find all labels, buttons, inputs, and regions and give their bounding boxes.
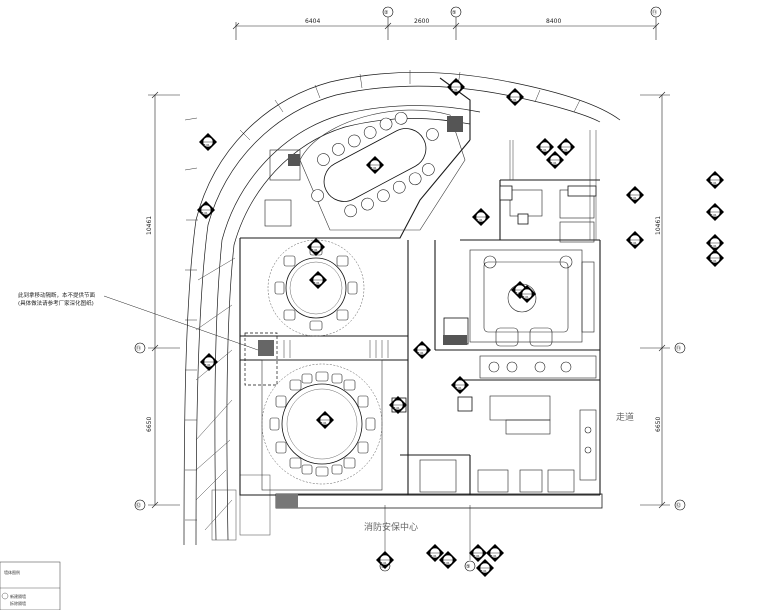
index-marker: E-01 (469, 544, 487, 562)
index-marker: E-01 (626, 231, 644, 249)
partition-note: 此到拿移动隔断，本不提供节面 (具体做法请参考厂家深化图纸) (18, 291, 259, 351)
svg-text:E-01: E-01 (371, 166, 377, 170)
svg-text:E-01: E-01 (711, 244, 717, 248)
right-dim-2: 6650 (655, 417, 662, 432)
right-dim-1: 10461 (655, 216, 662, 235)
svg-text:E-01: E-01 (456, 386, 462, 390)
svg-text:E-01: E-01 (551, 161, 557, 165)
index-marker: E-01 (486, 544, 504, 562)
svg-text:E-01: E-01 (711, 259, 717, 263)
svg-text:E-01: E-01 (431, 554, 437, 558)
svg-text:E-01: E-01 (711, 213, 717, 217)
index-marker: E-01 (197, 201, 215, 219)
movable-partition (244, 332, 278, 386)
svg-text:E-01: E-01 (452, 88, 458, 92)
top-dim-1: 6404 (305, 18, 320, 25)
index-marker: E-01 (439, 551, 457, 569)
bar-counter (479, 355, 597, 379)
index-markers: E-01E-01E-01E-01E-01E-01E-01E-01E-01E-01… (197, 78, 724, 577)
left-axis-b: ⑫ (136, 502, 141, 509)
index-marker: E-01 (518, 285, 536, 303)
bottom-axis-b: ⑤ (466, 564, 470, 570)
index-marker: E-01 (200, 353, 218, 371)
svg-text:E-01: E-01 (202, 211, 208, 215)
index-marker: E-01 (451, 376, 469, 394)
svg-text:E-01: E-01 (474, 554, 480, 558)
svg-text:E-01: E-01 (205, 363, 211, 367)
index-marker: E-01 (366, 156, 384, 174)
svg-text:E-01: E-01 (631, 241, 637, 245)
svg-text:E-01: E-01 (204, 143, 210, 147)
svg-text:E-01: E-01 (511, 98, 517, 102)
svg-text:E-01: E-01 (631, 196, 637, 200)
legend-line-2: 新建隔墙 (10, 593, 26, 599)
top-dim-3: 8400 (546, 18, 561, 25)
svg-text:E-01: E-01 (516, 291, 522, 295)
facade-panels (195, 257, 271, 541)
index-marker: E-01 (389, 396, 407, 414)
left-dim-1: 10461 (146, 216, 153, 235)
right-axis-a: ⑪ (676, 345, 681, 352)
left-axis-a: ⑪ (136, 345, 141, 352)
top-axis-bubbles (382, 6, 662, 18)
left-dim-2: 6650 (146, 417, 153, 432)
index-marker: E-01 (447, 78, 465, 96)
corridor-lines (283, 130, 597, 358)
fire-center-label: 消防安保中心 (364, 521, 418, 533)
corridor-label: 走道 (616, 411, 634, 423)
top-dim-2: 2600 (414, 18, 429, 25)
svg-text:E-01: E-01 (321, 421, 327, 425)
index-marker: E-01 (476, 559, 494, 577)
svg-text:E-01: E-01 (711, 181, 717, 185)
index-marker: E-01 (706, 203, 724, 221)
index-marker: E-01 (376, 551, 394, 569)
facade-mullions (184, 70, 581, 521)
index-marker: E-01 (706, 171, 724, 189)
legend-line-3: 拆除隔墙 (10, 600, 26, 606)
top-axis-b: ⑤ (452, 10, 456, 16)
index-marker: E-01 (626, 186, 644, 204)
svg-text:E-01: E-01 (477, 218, 483, 222)
legend: 墙体图例 新建隔墙 拆除隔墙 (0, 561, 61, 610)
svg-text:E-01: E-01 (314, 281, 320, 285)
index-marker: E-01 (426, 544, 444, 562)
svg-text:E-01: E-01 (381, 561, 387, 565)
index-marker: E-01 (536, 138, 554, 156)
svg-text:E-01: E-01 (491, 554, 497, 558)
svg-text:E-01: E-01 (523, 295, 529, 299)
note-line-1: 此到拿移动隔断，本不提供节面 (18, 291, 96, 299)
kitchen-island (489, 395, 597, 481)
right-axis-b: ⑫ (676, 502, 681, 509)
index-marker: E-01 (199, 133, 217, 151)
svg-text:E-01: E-01 (418, 351, 424, 355)
index-marker: E-01 (557, 138, 575, 156)
index-marker: E-01 (472, 208, 490, 226)
index-marker: E-01 (307, 238, 325, 256)
index-marker: E-01 (413, 341, 431, 359)
svg-text:E-01: E-01 (444, 561, 450, 565)
svg-text:E-01: E-01 (562, 148, 568, 152)
index-marker: E-01 (706, 249, 724, 267)
note-line-2: (具体做法请参考厂家深化图纸) (18, 299, 94, 307)
top-axis-c: ⑪ (652, 9, 657, 16)
svg-text:E-01: E-01 (394, 406, 400, 410)
svg-text:E-01: E-01 (312, 248, 318, 252)
index-marker: E-01 (316, 411, 334, 429)
index-marker: E-01 (506, 88, 524, 106)
index-marker: E-01 (546, 151, 564, 169)
legend-line-1: 墙体图例 (4, 569, 20, 575)
index-marker: E-01 (309, 271, 327, 289)
index-marker: E-01 (706, 234, 724, 252)
bottom-wall (275, 493, 603, 509)
top-dimension-chain (232, 14, 660, 40)
right-dimension-chain (640, 91, 670, 509)
top-axis-a: ② (384, 10, 389, 16)
svg-text:E-01: E-01 (541, 148, 547, 152)
lounge-area (469, 249, 595, 347)
svg-text:E-01: E-01 (481, 569, 487, 573)
left-dimension-chain (148, 91, 180, 509)
